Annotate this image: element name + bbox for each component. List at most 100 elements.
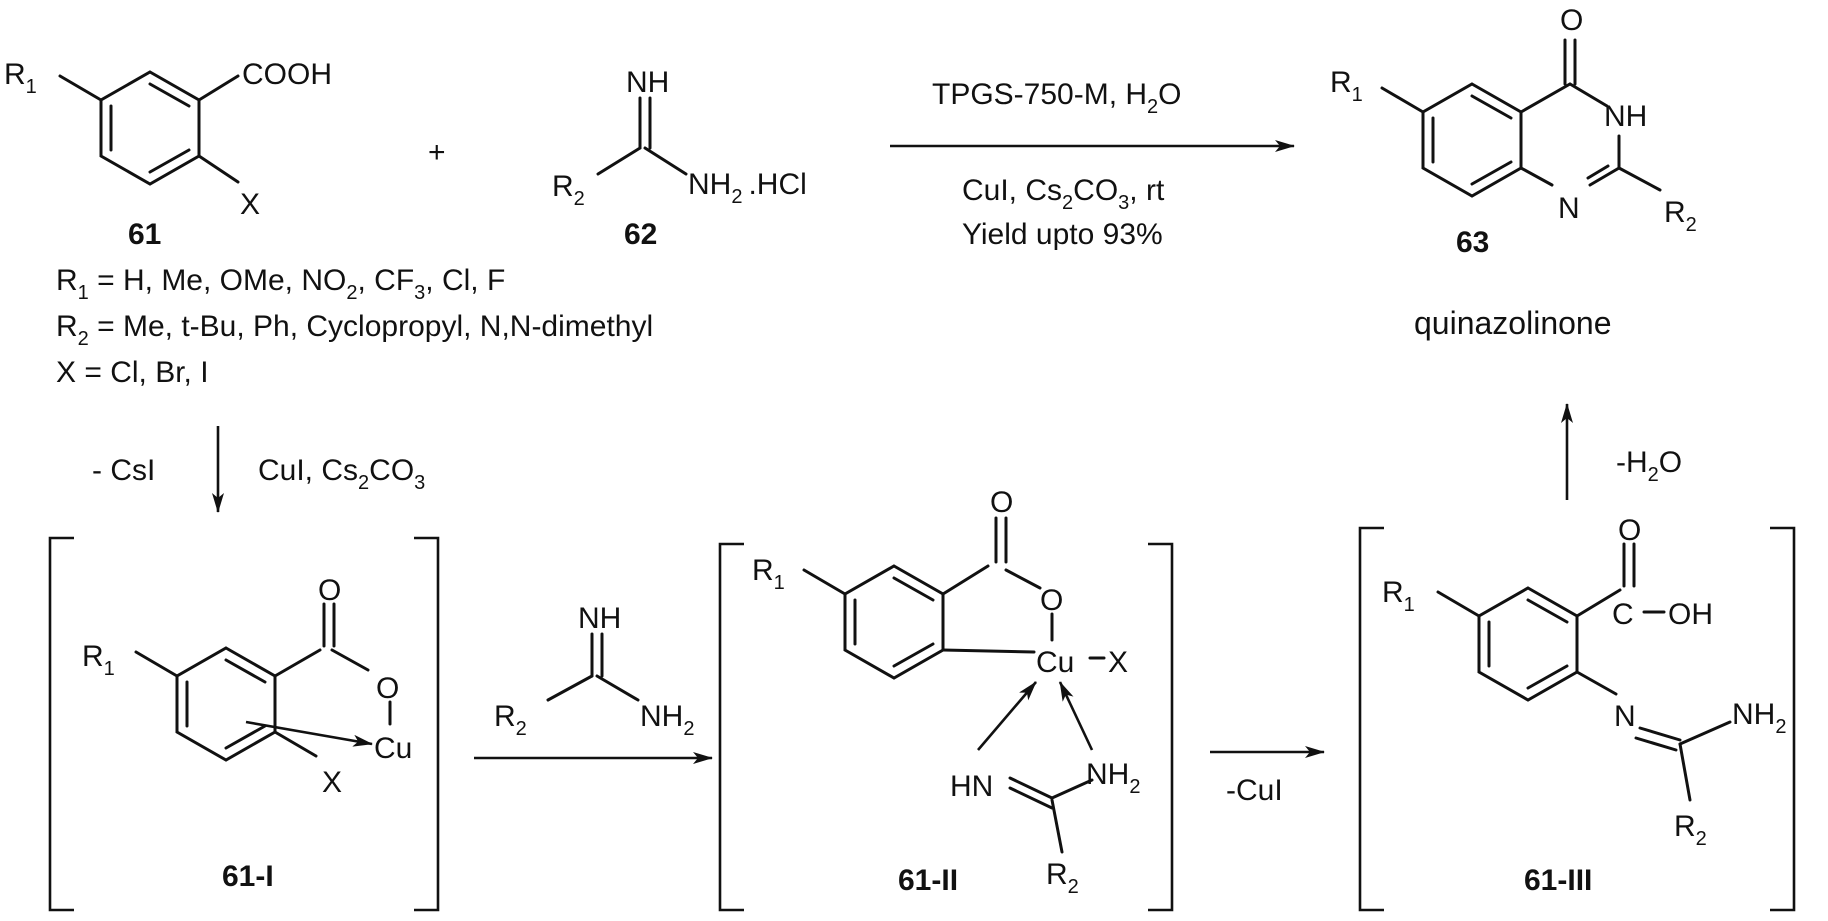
- int-61-I-x: X: [322, 766, 342, 799]
- main-condition-top: TPGS-750-M, H2O: [932, 78, 1182, 118]
- compound-61-ring-inner: [109, 82, 191, 174]
- main-condition-reagents: CuI, Cs2CO3, rt: [962, 174, 1165, 214]
- substituent-definitions: R1 = H, Me, OMe, NO2, CF3, Cl, F R2 = Me…: [56, 264, 653, 389]
- step2-arrow-group: NH R2 NH2: [474, 602, 713, 764]
- int-61-III-cn-double-b: [1634, 736, 1678, 752]
- compound-63-benzo-inner: [1431, 94, 1513, 186]
- int-61-III-c-dot: C: [1612, 598, 1634, 631]
- compound-62-nh2-bond: [643, 146, 688, 176]
- int-61-II-r2: R2: [1046, 858, 1079, 898]
- int-61-II-x: X: [1108, 646, 1128, 679]
- x-definition: X = Cl, Br, I: [56, 356, 209, 389]
- compound-61-r1-bond: [58, 74, 103, 102]
- int-61-II-coord-arrow-right: [1058, 681, 1094, 751]
- intermediate-61-I: O O Cu X R1 61-I: [48, 536, 440, 912]
- step1-reagents: CuI, Cs2CO3: [258, 454, 425, 494]
- int-61-III-r1: R1: [1382, 576, 1415, 616]
- int-61-III-n-bond: [1575, 670, 1618, 696]
- int-61-II-hn-double-b: [1008, 786, 1054, 810]
- bracket-61-I-left: [48, 536, 74, 912]
- compound-63-label: 63: [1456, 226, 1489, 259]
- compound-63-o-label: O: [1560, 4, 1583, 37]
- compound-63-r2-bond: [1617, 166, 1662, 192]
- step4-byproduct: -H2O: [1616, 446, 1682, 486]
- compound-61-label: 61: [128, 218, 161, 251]
- compound-61-x-bond: [197, 154, 240, 184]
- int-61-III-r2-bond: [1678, 742, 1692, 802]
- int-61-III-carboxyl-bond: [1575, 588, 1622, 618]
- amidine-nh: NH: [578, 602, 621, 635]
- int-61-III-nh2: NH2: [1732, 698, 1786, 738]
- int-61-I-o-top: O: [318, 574, 341, 607]
- compound-62-r2-bond: [596, 146, 642, 176]
- compound-63-cn-double: [1586, 164, 1610, 180]
- compound-62: NH R2 NH2.HCl 62: [552, 66, 807, 251]
- amidine-nh2-bond: [595, 674, 640, 702]
- int-61-II-r1-bond: [802, 568, 847, 596]
- int-61-III-label: 61-III: [1524, 864, 1592, 897]
- bracket-61-I-right: [414, 536, 440, 912]
- int-61-III-n: N: [1614, 700, 1636, 733]
- compound-62-label: 62: [624, 218, 657, 251]
- int-61-I-pi-arrow: [245, 720, 373, 747]
- main-reaction-arrow: TPGS-750-M, H2O CuI, Cs2CO3, rt Yield up…: [890, 78, 1295, 251]
- int-61-II-hn-double-a: [1008, 776, 1054, 800]
- compound-61-x-label: X: [240, 188, 260, 221]
- step3-byproduct: -CuI: [1226, 774, 1283, 807]
- r1-definition: R1 = H, Me, OMe, NO2, CF3, Cl, F: [56, 264, 505, 304]
- step1-byproduct: - CsI: [92, 454, 155, 487]
- int-61-II-o-ring: O: [1040, 584, 1063, 617]
- main-condition-yield: Yield upto 93%: [962, 218, 1163, 251]
- int-61-I-r1-bond: [134, 650, 179, 678]
- int-61-I-o-link: O: [376, 672, 399, 705]
- compound-62-nh-label: NH: [626, 66, 669, 99]
- step3-arrow-group: -CuI: [1210, 746, 1325, 807]
- int-61-I-carboxyl-bond: [273, 648, 322, 678]
- int-61-I-o-bond: [330, 648, 370, 672]
- intermediate-61-III: O C OH N NH2 R1 R2 61-III: [1358, 514, 1796, 912]
- int-61-I-ring-inner: [185, 658, 267, 750]
- bracket-61-III-right: [1770, 526, 1796, 912]
- int-61-II-r2-bond: [1050, 798, 1064, 854]
- int-61-III-cn-double-a: [1638, 726, 1682, 742]
- amidine-r2: R2: [494, 700, 527, 740]
- int-61-II-label: 61-II: [898, 864, 958, 897]
- compound-61-cooh-bond: [197, 74, 240, 102]
- compound-63-r1-bond: [1380, 86, 1425, 114]
- int-61-III-o-top: O: [1618, 514, 1641, 547]
- int-61-II-hn: HN: [950, 770, 993, 803]
- int-61-II-ring-inner: [853, 576, 935, 668]
- int-61-III-ring: [1477, 586, 1579, 702]
- amidine-r2-bond: [546, 674, 594, 702]
- int-61-II-r1: R1: [752, 554, 785, 594]
- intermediate-61-II: O O Cu X R1 HN NH2 R2 61-II: [718, 486, 1174, 912]
- r2-definition: R2 = Me, t-Bu, Ph, Cyclopropyl, N,N-dime…: [56, 310, 653, 350]
- int-61-II-ring: [843, 564, 945, 680]
- compound-61-cooh-label: COOH: [242, 58, 332, 91]
- int-61-III-r2: R2: [1674, 810, 1707, 850]
- plus-sign: +: [428, 136, 446, 169]
- compound-63-name: quinazolinone: [1414, 305, 1612, 341]
- int-61-II-carboxyl-bond: [941, 564, 990, 596]
- int-61-III-oh: OH: [1668, 598, 1713, 631]
- int-61-I-ring: [175, 646, 277, 762]
- compound-63: O NH N R1 R2 63 quinazolinone: [1330, 4, 1697, 341]
- compound-61-r1-label: R1: [4, 58, 37, 98]
- int-61-III-ring-inner: [1487, 598, 1569, 690]
- int-61-I-cu: Cu: [374, 732, 412, 765]
- compound-63-r2-label: R2: [1664, 196, 1697, 236]
- int-61-II-ccu-bond: [941, 648, 1036, 654]
- bracket-61-II-left: [718, 542, 744, 912]
- bracket-61-II-right: [1148, 542, 1174, 912]
- int-61-II-coord-arrow-left: [977, 681, 1037, 751]
- compound-63-benzo-ring: [1421, 82, 1523, 198]
- compound-63-n-label: N: [1558, 192, 1580, 225]
- step4-arrow-group: -H2O: [1561, 403, 1682, 500]
- step1-arrow-group: - CsI CuI, Cs2CO3: [92, 426, 425, 513]
- compound-63-r1-label: R1: [1330, 66, 1363, 106]
- int-61-III-nh2-bond: [1678, 720, 1732, 746]
- int-61-II-o-top: O: [990, 486, 1013, 519]
- int-61-I-r1: R1: [82, 640, 115, 680]
- compound-62-nh2-label: NH2.HCl: [688, 168, 807, 208]
